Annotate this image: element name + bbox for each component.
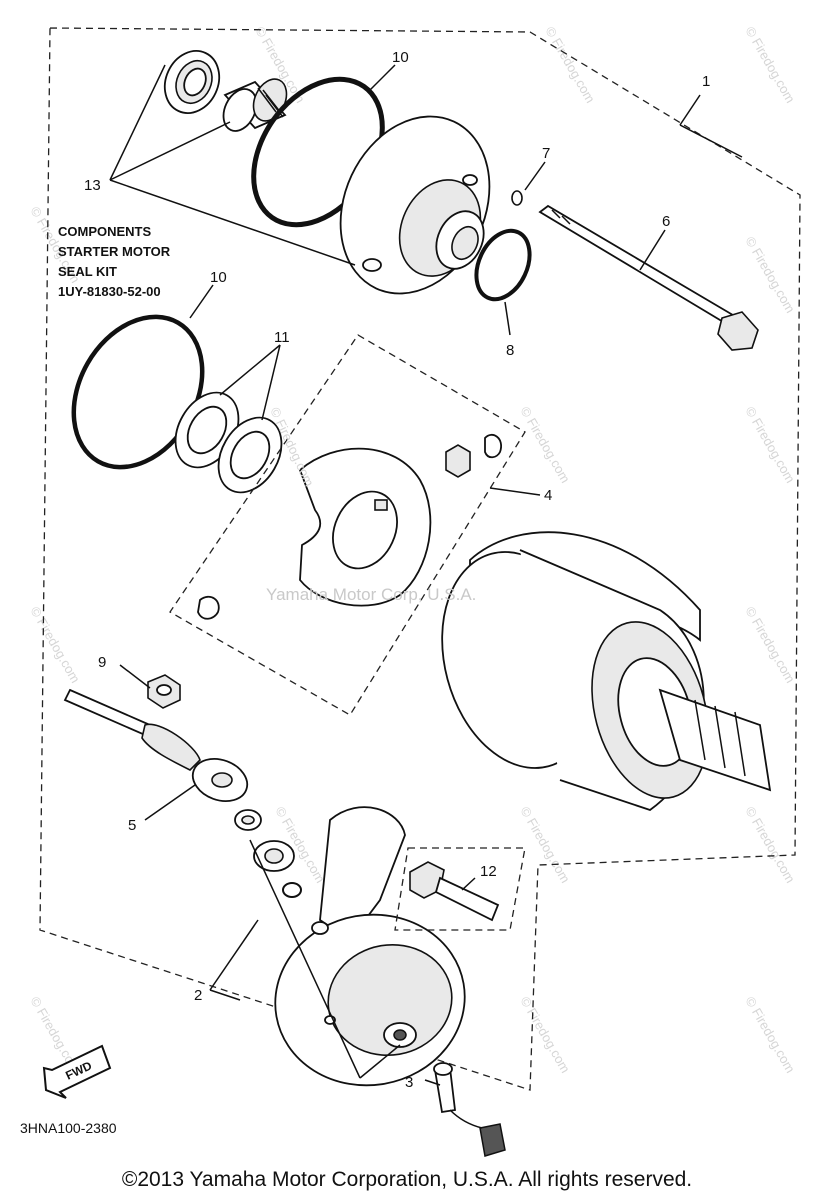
- callout-6: 6: [662, 213, 670, 230]
- watermark-tile: © Firedog.com: [517, 404, 573, 486]
- callout-12: 12: [480, 863, 497, 880]
- watermark-tile: © Firedog.com: [742, 24, 798, 106]
- washers: [174, 391, 283, 494]
- callout-11: 11: [274, 329, 290, 346]
- fwd-arrow-icon: FWD: [42, 1044, 112, 1099]
- watermark-tile: © Firedog.com: [742, 994, 798, 1076]
- copyright-footer: ©2013 Yamaha Motor Corporation, U.S.A. A…: [121, 1168, 693, 1191]
- seal-kit-note: COMPONENTS STARTER MOTOR SEAL KIT 1UY-81…: [58, 224, 171, 299]
- callout-9: 9: [98, 654, 106, 671]
- front-cover: [339, 115, 491, 295]
- callouts: 1 10 13 7 6 8 10 11 4 9 5 12 2 3: [84, 49, 710, 1091]
- motor-yoke: [441, 531, 772, 811]
- bolt-outline: [394, 847, 526, 931]
- watermark-tile: © Firedog.com: [742, 804, 798, 886]
- diagram-code: 3HNA100-2380: [20, 1120, 117, 1136]
- callout-1: 1: [702, 73, 710, 90]
- rear-cover: [274, 806, 466, 1087]
- nut: [147, 674, 181, 709]
- kit-line-1: COMPONENTS: [58, 224, 152, 239]
- brush-plate: [298, 447, 432, 607]
- callout-4: 4: [544, 487, 552, 504]
- callout-10-top: 10: [392, 49, 409, 66]
- o-ring-small: [511, 190, 523, 206]
- brush-set-outline: [169, 334, 526, 716]
- assembly-outline: [39, 27, 801, 1091]
- callout-13: 13: [84, 177, 101, 194]
- watermark-tile: © Firedog.com: [742, 234, 798, 316]
- center-watermark: Yamaha Motor Corp, U.S.A.: [266, 585, 476, 604]
- kit-line-2: STARTER MOTOR: [58, 244, 171, 259]
- watermark-tile: © Firedog.com: [517, 994, 573, 1076]
- callout-10-lower: 10: [210, 269, 227, 286]
- watermark-tile: © Firedog.com: [742, 604, 798, 686]
- kit-line-4: 1UY-81830-52-00: [58, 284, 161, 299]
- kit-line-3: SEAL KIT: [58, 264, 117, 279]
- leader-lines: [109, 64, 743, 1086]
- mounting-bolt: [409, 861, 500, 922]
- callout-2: 2: [194, 987, 202, 1004]
- watermark-tile: © Firedog.com: [542, 24, 598, 106]
- callout-7: 7: [542, 145, 550, 162]
- brush: [197, 433, 502, 620]
- callout-8: 8: [506, 342, 514, 359]
- callout-3: 3: [405, 1074, 413, 1091]
- terminal-bolt: [433, 1062, 506, 1157]
- through-bolt: [538, 204, 759, 351]
- watermark-tile: © Firedog.com: [742, 404, 798, 486]
- insulator-washers: [234, 809, 302, 898]
- callout-5: 5: [128, 817, 136, 834]
- o-ring-cover: [474, 228, 532, 302]
- oil-seal: [163, 50, 221, 114]
- needle-bearing: [222, 78, 288, 132]
- watermark-tile: © Firedog.com: [27, 604, 83, 686]
- lead-wire: [63, 688, 249, 802]
- watermark-tile: © Firedog.com: [517, 804, 573, 886]
